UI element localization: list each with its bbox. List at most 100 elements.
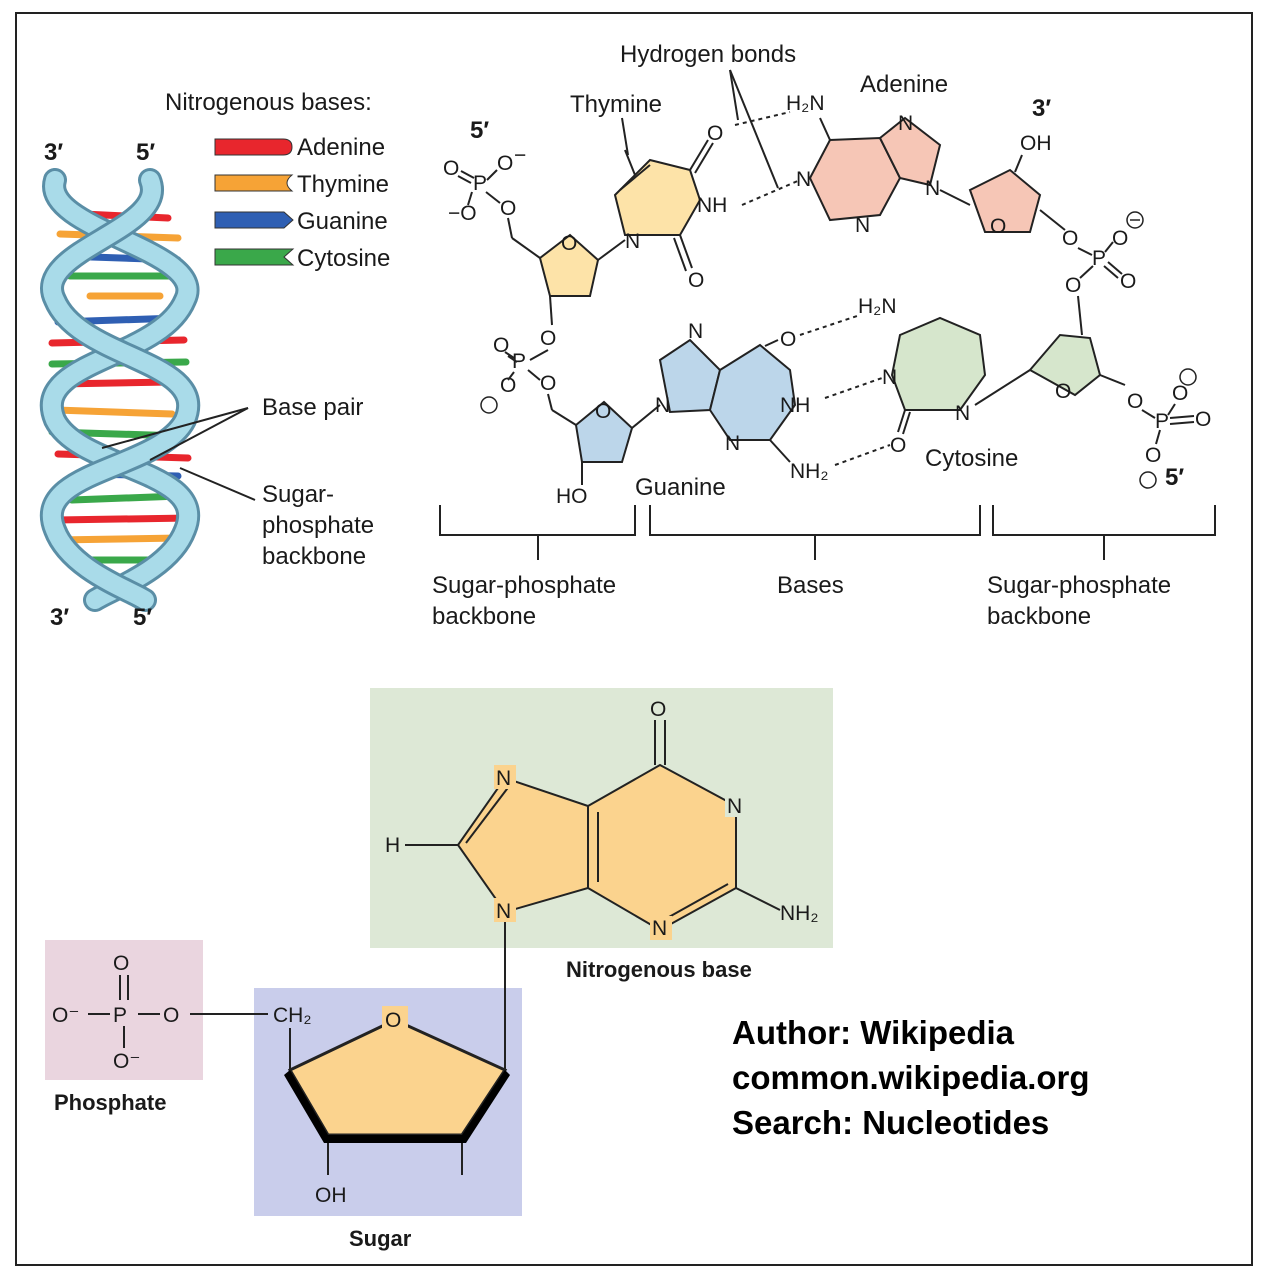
bracket-left-label-2: backbone — [432, 603, 536, 630]
hydrogen-bonds-label: Hydrogen bonds — [620, 41, 796, 68]
phosphate-label: Phosphate — [54, 1090, 166, 1115]
phosphate-top-right: O P O O O — [1062, 211, 1144, 336]
svg-text:NH: NH — [697, 194, 727, 217]
three-prime-top-label: 3′ — [1032, 95, 1051, 122]
svg-text:N: N — [925, 177, 940, 200]
svg-text:N: N — [882, 366, 897, 389]
svg-text:O: O — [1172, 382, 1188, 405]
base-pair-label: Base pair — [262, 394, 363, 421]
svg-text:O: O — [443, 157, 459, 180]
helix-bottom-right-end: 5′ — [133, 604, 152, 631]
svg-text:P: P — [1092, 247, 1106, 270]
svg-text:O: O — [1062, 227, 1078, 250]
svg-text:O: O — [500, 197, 516, 220]
svg-text:N: N — [655, 394, 670, 417]
svg-text:OH: OH — [315, 1184, 347, 1207]
svg-text:N: N — [625, 230, 640, 253]
svg-text:P: P — [473, 172, 487, 195]
svg-text:O: O — [1065, 274, 1081, 297]
cytosine-label: Cytosine — [925, 445, 1018, 472]
svg-text:N: N — [496, 767, 511, 790]
svg-text:N: N — [796, 168, 811, 191]
credit-author: Author: Wikipedia — [732, 1014, 1015, 1051]
credit-source: common.wikipedia.org — [732, 1059, 1090, 1096]
svg-text:O⁻: O⁻ — [52, 1004, 79, 1027]
svg-text:H₂N: H₂N — [786, 92, 824, 115]
svg-text:O: O — [385, 1009, 401, 1032]
svg-text:O: O — [1127, 390, 1143, 413]
svg-text:H: H — [385, 834, 400, 857]
bracket-bases-label: Bases — [777, 572, 844, 599]
legend-guanine-label: Guanine — [297, 208, 388, 235]
helix-top-right-end: 5′ — [136, 139, 155, 166]
svg-text:O: O — [497, 152, 513, 175]
phosphate-top-left: O P O − −O O — [443, 144, 541, 259]
svg-text:O: O — [1145, 444, 1161, 467]
svg-text:O: O — [113, 952, 129, 975]
svg-text:O: O — [1120, 270, 1136, 293]
helix-top-left-end: 3′ — [44, 139, 63, 166]
helix-backbone-label-1: Sugar- — [262, 481, 334, 508]
nucleotide-structure: N N N N O H NH₂ Nitrogenous base O P O⁻ … — [45, 688, 833, 1251]
svg-text:O: O — [707, 122, 723, 145]
svg-text:N: N — [955, 402, 970, 425]
legend-adenine-label: Adenine — [297, 134, 385, 161]
svg-text:O: O — [1112, 227, 1128, 250]
svg-text:O: O — [493, 334, 509, 357]
bracket-right-label-2: backbone — [987, 603, 1091, 630]
svg-text:O⁻: O⁻ — [113, 1050, 140, 1073]
svg-text:N: N — [652, 917, 667, 940]
svg-text:N: N — [898, 112, 913, 135]
svg-text:O: O — [890, 434, 906, 457]
svg-text:−O: −O — [448, 202, 477, 225]
svg-text:N: N — [725, 432, 740, 455]
legend-cytosine-label: Cytosine — [297, 245, 390, 272]
bracket-right-label-1: Sugar-phosphate — [987, 572, 1171, 599]
svg-text:O: O — [540, 327, 556, 350]
bracket-left-label-1: Sugar-phosphate — [432, 572, 616, 599]
sugar-label: Sugar — [349, 1226, 412, 1251]
svg-text:O: O — [540, 372, 556, 395]
helix-bottom-left-end: 3′ — [50, 604, 69, 631]
svg-text:O: O — [163, 1004, 179, 1027]
svg-text:O: O — [990, 215, 1006, 238]
svg-text:N: N — [855, 214, 870, 237]
legend-title: Nitrogenous bases: — [165, 89, 372, 116]
phosphate-middle-left: O O P O O — [480, 327, 577, 426]
svg-text:HO: HO — [556, 485, 588, 508]
svg-text:P: P — [1155, 410, 1169, 433]
svg-text:O: O — [561, 232, 577, 255]
svg-text:H₂N: H₂N — [858, 295, 896, 318]
svg-text:O: O — [650, 698, 666, 721]
svg-text:NH₂: NH₂ — [790, 460, 828, 483]
svg-text:N: N — [727, 795, 742, 818]
thymine-label: Thymine — [570, 91, 662, 118]
svg-text:NH₂: NH₂ — [780, 902, 818, 925]
guanine-label: Guanine — [635, 474, 726, 501]
base-pairing-diagram: Hydrogen bonds O P O − −O O 5′ — [432, 41, 1216, 630]
five-prime-bottom-label: 5′ — [1165, 464, 1184, 491]
helix-backbone-label-3: backbone — [262, 543, 366, 570]
legend-thymine-label: Thymine — [297, 171, 389, 198]
helix-backbone-label-2: phosphate — [262, 512, 374, 539]
nitrogenous-base-label: Nitrogenous base — [566, 957, 752, 982]
svg-text:N: N — [688, 320, 703, 343]
credit-block: Author: Wikipedia common.wikipedia.org S… — [732, 1010, 1090, 1145]
svg-text:P: P — [512, 350, 526, 373]
svg-text:O: O — [1195, 408, 1211, 431]
svg-text:CH₂: CH₂ — [273, 1004, 311, 1027]
base-legend: Nitrogenous bases: Adenine Thymine Guani… — [165, 89, 390, 272]
phosphate-region — [45, 940, 203, 1080]
five-prime-top-label: 5′ — [470, 117, 489, 144]
svg-text:−: − — [514, 144, 526, 167]
adenine-label: Adenine — [860, 71, 948, 98]
svg-text:O: O — [1055, 380, 1071, 403]
credit-search: Search: Nucleotides — [732, 1104, 1050, 1141]
svg-text:O: O — [595, 400, 611, 423]
svg-text:NH: NH — [780, 394, 810, 417]
svg-text:O: O — [500, 374, 516, 397]
phosphate-bottom-right: O P O O O — [1127, 368, 1211, 489]
double-helix: 3′ 5′ 3′ 5′ — [40, 139, 200, 631]
svg-text:P: P — [113, 1004, 127, 1027]
